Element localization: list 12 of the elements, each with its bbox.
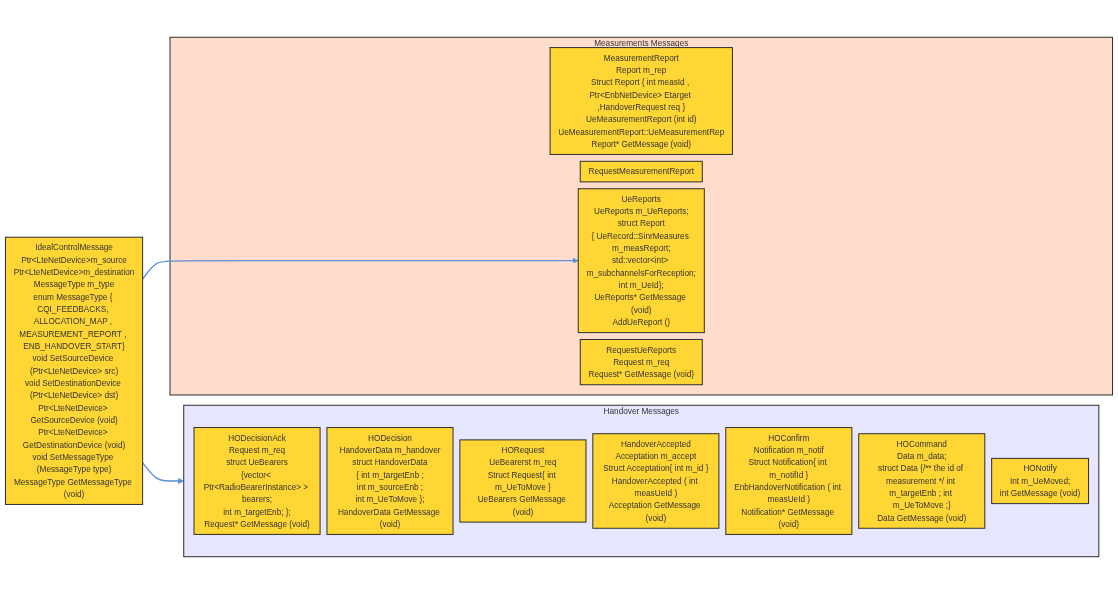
node-box: HODecision HandoverData m_handover struct HandoverData { int m_targetEnb ; int m_sourceEnb ; int m_UeToMove }; HandoverData GetMessage (void): [326, 427, 454, 535]
node-box: HandoverAccepted Acceptation m_accept Struct Acceptation{ int m_id } HandoverAccepted ( int measUeId ) Acceptation GetMessage (void): [592, 433, 720, 529]
node-box: HODecisionAck Request m_req struct UeBearers {vector< Ptr<RadioBearerInstance> > bearers; int m_targetEnb; }; Request* GetMessage (void): [193, 427, 321, 535]
node-box: RequestMeasurementReport: [579, 160, 703, 183]
node-box: HORequest UeBearerst m_req Struct Request{ int m_UeToMove } UeBearers GetMessage (void): [459, 439, 587, 523]
node-box: HONotify Int m_UeMoved; int GetMessage (void): [991, 457, 1090, 505]
node-box: HOCommand Data m_data; struct Data {/** the id of measurement */ int m_targetEnb ; int m_UeToMove ;} Data GetMessage (void): [858, 433, 986, 529]
node-box: MeasurementReport Report m_rep Struct Report { int measId , Ptr<EnbNetDevice> Etarget ,HandoverRequest req } UeMeasurementReport (int id) UeMeasurementReport::UeMeasurementRep Report* GetMessage (void): [549, 47, 733, 155]
node-box: IdealControlMessage Ptr<LteNetDevice>m_source Ptr<LteNetDevice>m_destination MessageType m_type enum MessageType { CQI_FEEDBACKS, ALLOCATION_MAP , MEASUREMENT_REPORT , ENB_HANDOVER_START} void SetSourceDevice (Ptr<LteNetDevice> src) void SetDestinationDevice (Ptr<LteNetDevice> dst) Ptr<LteNetDevice> GetSourceDevice (void) Ptr<LteNetDevice> GetDestinationDevice (void) void SetMessageType (MessageType type) MessageType GetMessageType (void): [4, 236, 144, 505]
node-box: RequestUeReports Request m_req Request* GetMessage (void): [579, 338, 703, 386]
node-box: UeReports UeReports m_UeReports; struct Report { UeRecord::SinrMeasures m_measReport; std::vector<int> m_subchannelsForReception; int m_UeId}; UeReports* GetMessage (void) AddUeReport (): [577, 188, 705, 334]
node-box: HOConfirm Notification m_notif Struct Notification{ int m_notifId } EnbHandoverNotification ( int measUeId ) Notification* GetMessage (void): [725, 427, 853, 535]
